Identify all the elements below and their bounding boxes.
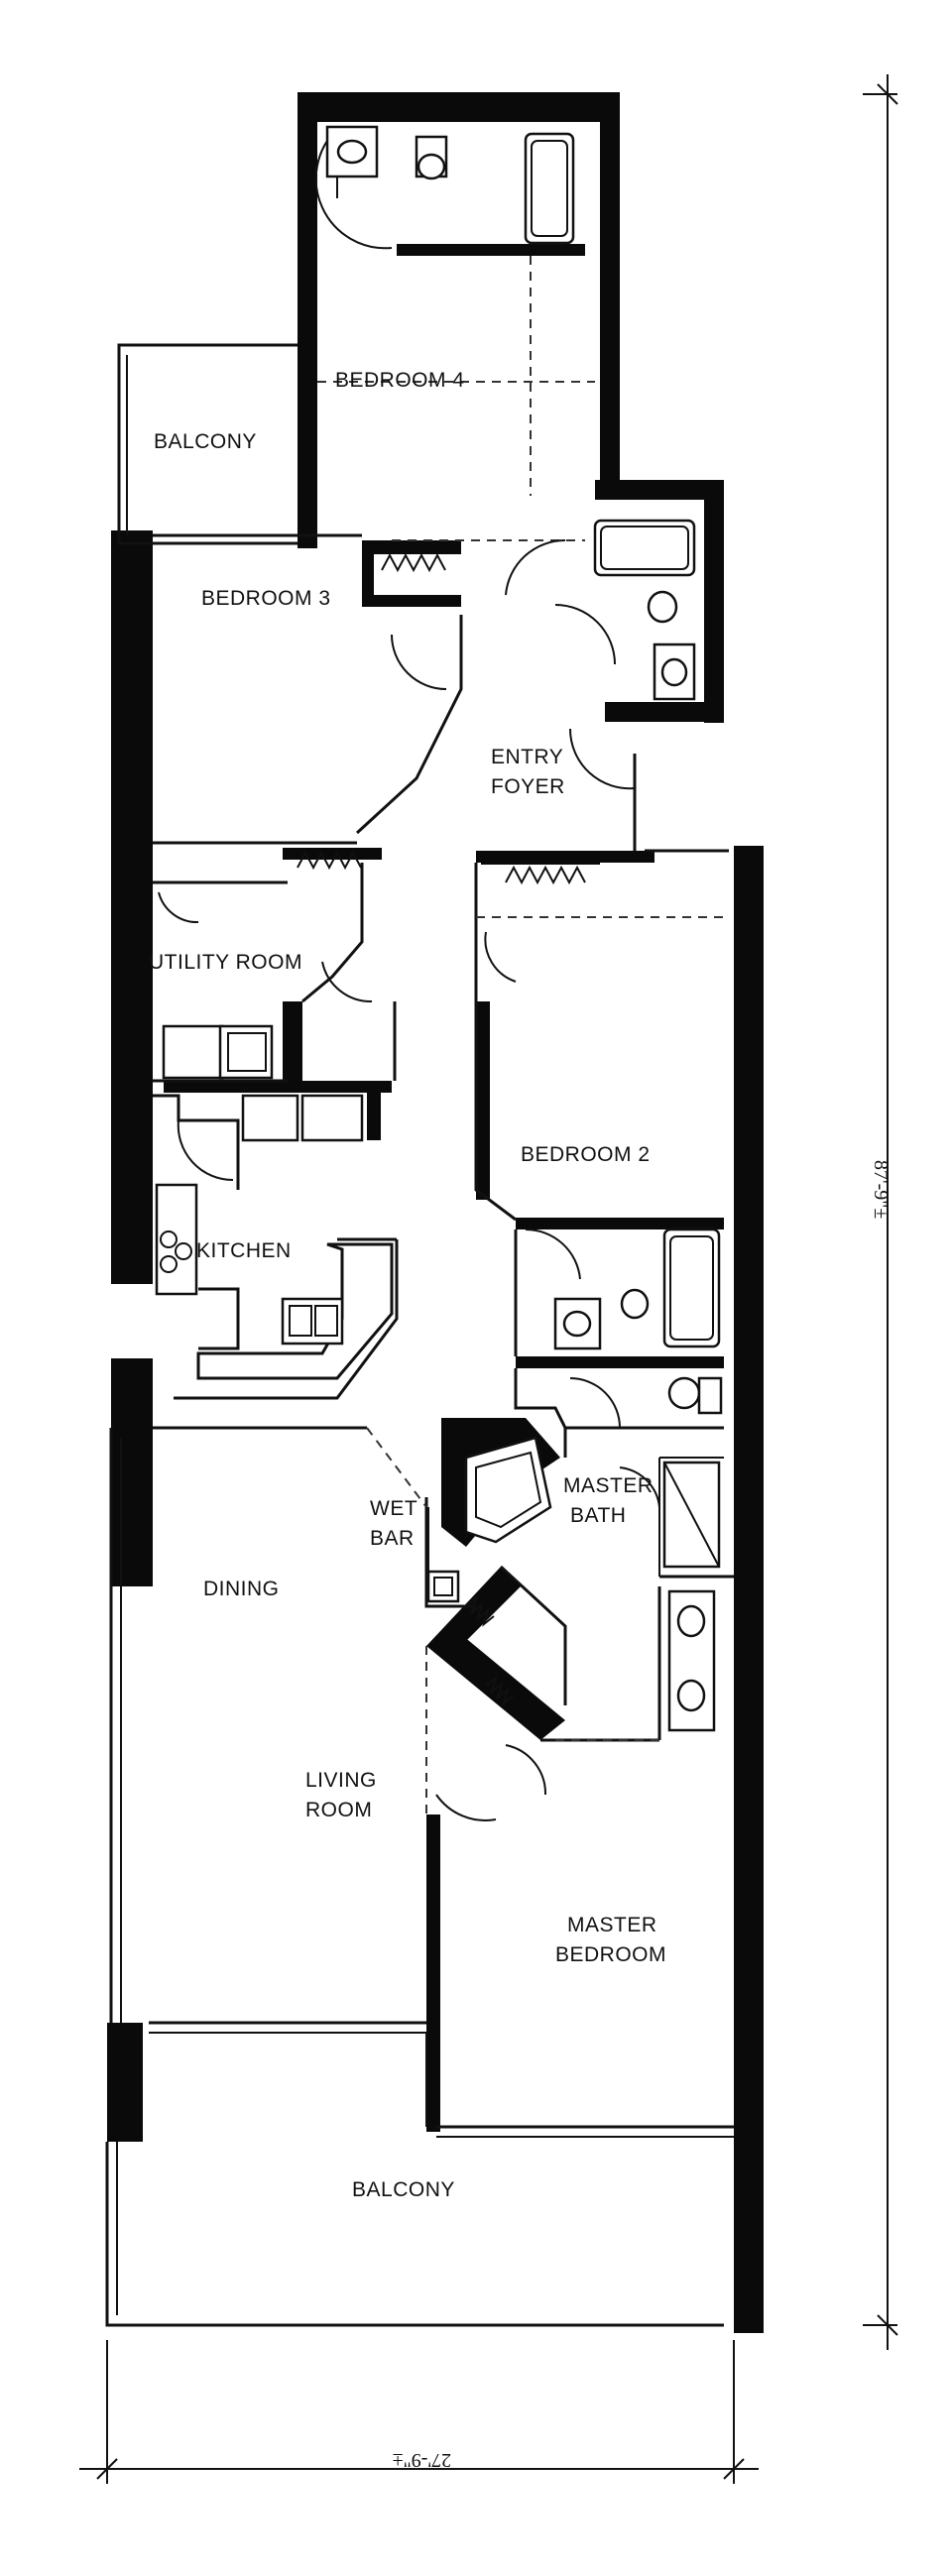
label-living-1: LIVING xyxy=(305,1769,377,1792)
label-living-2: ROOM xyxy=(305,1799,372,1821)
closet-icon xyxy=(297,850,362,871)
label-balcony-lower: BALCONY xyxy=(352,2178,455,2201)
toilet-icon xyxy=(647,590,678,624)
refrigerator-icon xyxy=(241,1094,299,1142)
label-bedroom-2: BEDROOM 2 xyxy=(521,1143,651,1166)
room-labels: BEDROOM 4 BALCONY BEDROOM 3 ENTRY FOYER … xyxy=(149,369,666,2201)
label-dining: DINING xyxy=(203,1578,280,1600)
label-master-bath-1: MASTER xyxy=(563,1474,654,1497)
tub-icon xyxy=(662,1228,721,1348)
interior-walls xyxy=(105,343,734,2327)
label-wet-bar-1: WET xyxy=(370,1497,417,1520)
dashed-lines xyxy=(317,256,729,1815)
closet-icon xyxy=(505,865,586,885)
exterior-walls xyxy=(107,92,764,2333)
label-entry: ENTRY xyxy=(491,746,563,768)
label-wet-bar-2: BAR xyxy=(370,1527,415,1550)
tub-icon xyxy=(524,132,575,245)
label-balcony-upper: BALCONY xyxy=(154,430,257,453)
toilet-icon xyxy=(620,1288,650,1320)
tub-icon xyxy=(593,519,696,577)
dimension-overall-width: 27'-9"± xyxy=(393,2449,451,2471)
sink-icon xyxy=(553,1297,602,1350)
dimension-overall-height: 87'-9"± xyxy=(870,1160,892,1219)
label-master-bath-2: BATH xyxy=(570,1504,626,1527)
label-foyer: FOYER xyxy=(491,775,565,798)
label-utility-room: UTILITY ROOM xyxy=(149,951,302,974)
closet-icon xyxy=(485,1675,515,1706)
toilet-icon xyxy=(667,1376,701,1410)
door-swings xyxy=(158,128,660,1821)
label-kitchen: KITCHEN xyxy=(196,1239,292,1262)
label-bedroom-3: BEDROOM 3 xyxy=(201,587,331,610)
label-bedroom-4: BEDROOM 4 xyxy=(335,369,465,392)
dimension-lines xyxy=(79,74,898,2484)
label-master-bedroom-1: MASTER xyxy=(567,1914,657,1936)
fixtures xyxy=(155,125,723,1732)
closet-icon xyxy=(465,1595,495,1627)
label-master-bedroom-2: BEDROOM xyxy=(555,1943,666,1966)
closet-icon xyxy=(381,552,446,573)
washer-icon xyxy=(162,1024,225,1080)
bar-sink-icon xyxy=(426,1570,460,1603)
